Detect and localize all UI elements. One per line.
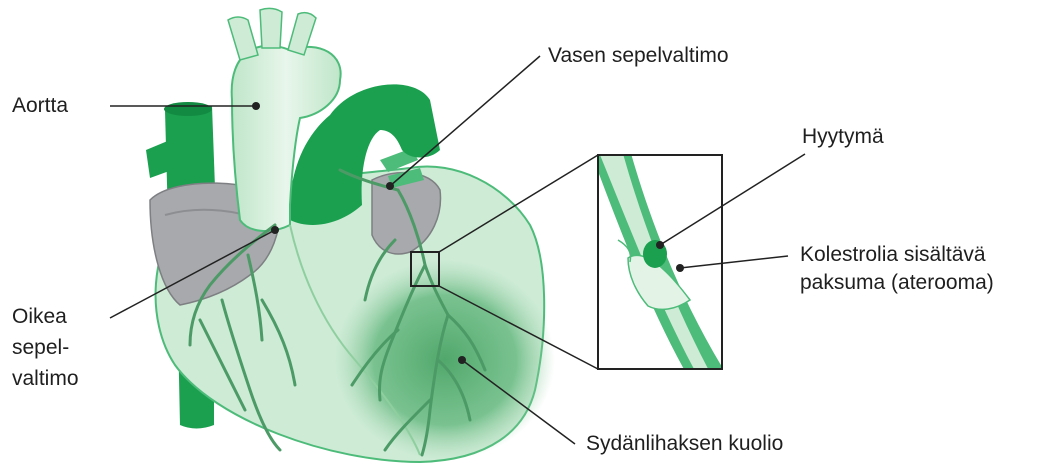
label-kolestrolia-line1: Kolestrolia sisältävä <box>800 241 986 268</box>
aorta-branch-2 <box>260 8 282 48</box>
aorta-branch-1 <box>228 17 258 60</box>
label-aortta: Aortta <box>12 92 68 119</box>
label-kolestrolia-line2: paksuma (aterooma) <box>800 269 994 296</box>
label-oikea-line2: sepel- <box>12 334 69 361</box>
label-hyytyma: Hyytymä <box>802 123 884 150</box>
label-sydanlihaksen-kuolio: Sydänlihaksen kuolio <box>586 430 783 457</box>
label-oikea-line1: Oikea <box>12 303 67 330</box>
label-vasen-sepelvaltimo: Vasen sepelvaltimo <box>548 42 729 69</box>
label-oikea-line3: valtimo <box>12 365 79 392</box>
